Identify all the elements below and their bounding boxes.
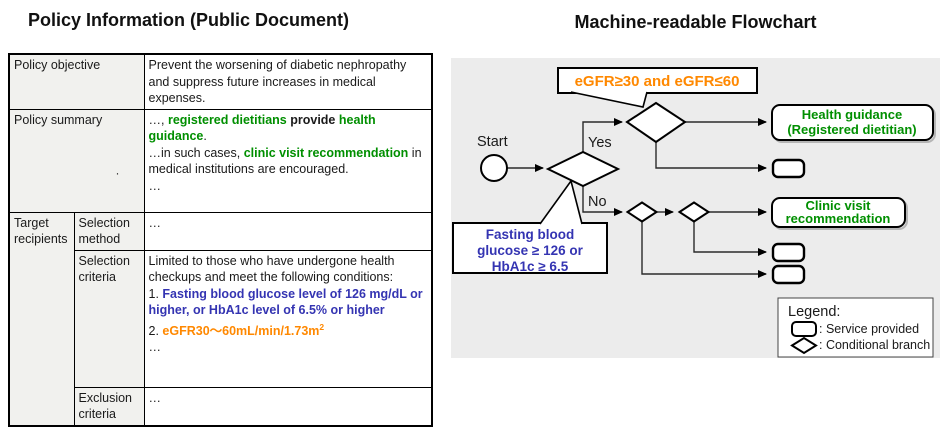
legend-service-icon — [791, 321, 817, 337]
policy-objective-content: Prevent the worsening of diabetic nephro… — [143, 53, 433, 110]
egfr-callout-box — [557, 67, 758, 94]
fasting-callout-line3: HbA1c ≥ 6.5 — [492, 259, 569, 274]
fasting-callout-line2: glucose ≥ 126 or — [477, 243, 583, 258]
decision-main — [545, 150, 621, 188]
health-guidance-line1: Health guidance — [802, 107, 902, 122]
exclusion-criteria-label: Exclusion criteria — [73, 386, 145, 426]
decision-egfr — [625, 101, 687, 144]
arrow-small-decision1-else — [641, 222, 767, 278]
legend-branch-icon — [790, 336, 818, 355]
legend-branch-label: : Conditional branch — [819, 338, 930, 352]
selection-method-content: … — [143, 211, 433, 251]
table-row: Exclusion criteria … — [9, 386, 433, 426]
flowchart-canvas: Start Yes No Health guidance (Registered… — [452, 67, 936, 358]
service-box-empty-3 — [771, 264, 806, 285]
health-guidance-line2: (Registered dietitian) — [787, 122, 916, 137]
target-recipients-label: Target recipients — [8, 211, 75, 426]
egfr-callout-pointer — [570, 91, 648, 108]
yes-label: Yes — [588, 135, 612, 151]
decision-small-2 — [677, 201, 711, 223]
legend-title: Legend: — [788, 304, 840, 320]
health-guidance-box — [771, 104, 934, 141]
policy-summary-content: …, registered dietitians provide health … — [143, 108, 433, 213]
stray-dot: · — [115, 166, 120, 180]
left-panel-title: Policy Information (Public Document) — [28, 10, 350, 30]
start-label: Start — [477, 134, 508, 150]
decision-small-1 — [625, 201, 659, 223]
selection-criteria-content: Limited to those who have undergone heal… — [143, 249, 433, 388]
policy-objective-label: Policy objective — [8, 53, 145, 110]
table-row: Target recipients Selection method … — [8, 211, 433, 426]
service-box-empty-1 — [771, 158, 806, 179]
arrow-yes-branch — [582, 118, 623, 152]
legend-service-label: : Service provided — [819, 322, 919, 336]
arrow-small-decision2-else — [693, 222, 767, 256]
exclusion-criteria-content: … — [143, 386, 433, 426]
clinic-visit-line1: Clinic visit — [805, 198, 871, 213]
selection-method-label: Selection method — [73, 211, 145, 251]
table-row: Selection criteria Limited to those who … — [9, 249, 433, 388]
egfr-callout-text: eGFR≥30 and eGFR≤60 — [575, 73, 740, 90]
service-box-empty-2 — [771, 242, 806, 263]
clinic-visit-box — [771, 197, 906, 228]
fasting-callout-box — [452, 222, 608, 274]
no-label: No — [588, 194, 607, 210]
clinic-visit-line2: recommendation — [786, 211, 891, 226]
arrow-egfr-else-branch — [655, 142, 767, 172]
policy-information-table: Policy objective Prevent the worsening o… — [8, 53, 433, 427]
table-row: Policy objective Prevent the worsening o… — [8, 53, 433, 110]
table-row: Policy summary · …, registered dietitian… — [8, 108, 433, 213]
arrow-no-branch — [582, 186, 623, 216]
flowchart-panel: Start Yes No Health guidance (Registered… — [451, 58, 940, 358]
policy-summary-label: Policy summary · — [8, 108, 145, 213]
fasting-callout-pointer — [539, 179, 583, 225]
selection-criteria-label: Selection criteria — [73, 249, 145, 388]
right-panel-title: Machine-readable Flowchart — [574, 12, 817, 32]
fasting-callout-line1: Fasting blood — [486, 227, 575, 242]
policy-summary-label-text: Policy summary — [14, 112, 103, 127]
start-node — [480, 154, 508, 182]
